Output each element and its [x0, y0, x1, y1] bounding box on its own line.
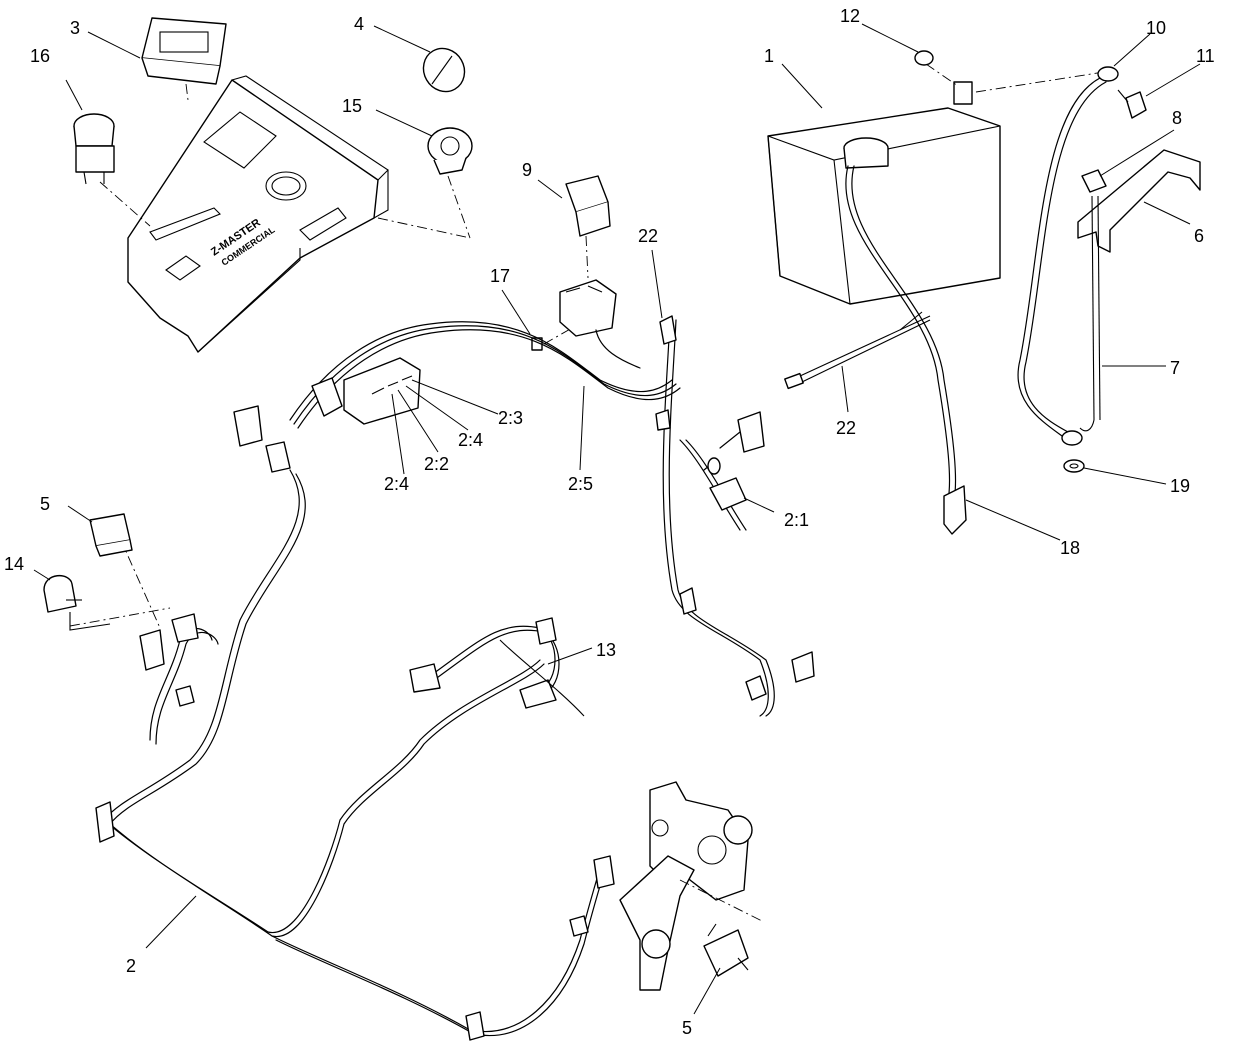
callout-2-3: 2:3 [498, 408, 523, 428]
bolt-part-11 [1117, 89, 1147, 119]
callout-11: 11 [1196, 46, 1215, 66]
callout-16: 16 [30, 46, 50, 66]
callout-9: 9 [522, 160, 532, 180]
key-switch-part-16 [73, 113, 151, 227]
callout-5-a: 5 [40, 494, 50, 514]
cable-tie-part-22-right [784, 315, 931, 390]
callout-22-a: 22 [638, 226, 658, 246]
callout-22-b: 22 [836, 418, 856, 438]
washer-part-19 [1063, 459, 1085, 473]
callout-labels: 1 2 2:1 2:2 2:3 2:4 2:4 2:5 3 4 5 5 6 7 … [4, 6, 1215, 1038]
control-lever-arm [619, 855, 765, 991]
motion-control-bracket [649, 781, 753, 901]
battery-rod-part-7 [1079, 195, 1101, 432]
relay-part-5-left [89, 513, 133, 557]
callout-18: 18 [1060, 538, 1080, 558]
callout-17: 17 [490, 266, 510, 286]
callout-10: 10 [1146, 18, 1166, 38]
callout-5-b: 5 [682, 1018, 692, 1038]
callout-2-2: 2:2 [424, 454, 449, 474]
ignition-switch-part-15 [377, 127, 473, 239]
callout-19: 19 [1170, 476, 1190, 496]
seat-switch-harness-part-13 [409, 617, 585, 717]
knob-part-4 [422, 47, 466, 93]
callout-2-1: 2:1 [784, 510, 809, 530]
control-panel: Z-MASTER COMMERCIAL [127, 75, 389, 353]
callout-8: 8 [1172, 108, 1182, 128]
relay-part-9 [565, 175, 611, 279]
callout-2: 2 [126, 956, 136, 976]
nut-part-12 [914, 50, 934, 66]
wing-nut-part-8 [1081, 169, 1107, 193]
callout-1: 1 [764, 46, 774, 66]
callout-13: 13 [596, 640, 616, 660]
battery-part-1 [767, 63, 1105, 305]
positive-cable-part-18 [845, 165, 967, 535]
callout-12: 12 [840, 6, 860, 26]
callout-14: 14 [4, 554, 24, 574]
callout-2-5: 2:5 [568, 474, 593, 494]
ground-cable-part-10 [1017, 66, 1119, 446]
callout-15: 15 [342, 96, 362, 116]
callout-4: 4 [354, 14, 364, 34]
callout-2-4-a: 2:4 [458, 430, 483, 450]
callout-6: 6 [1194, 226, 1204, 246]
screw-part-17 [531, 327, 573, 351]
relay-socket [559, 279, 617, 337]
callout-7: 7 [1170, 358, 1180, 378]
callout-3: 3 [70, 18, 80, 38]
switch-part-5-bottom [703, 923, 749, 977]
leader-lines [33, 23, 1201, 1015]
battery-hold-down-part-6 [1077, 149, 1201, 253]
switch-part-14 [43, 575, 111, 631]
hour-meter-part-3 [141, 17, 227, 101]
callout-2-4-b: 2:4 [384, 474, 409, 494]
wiring-harness-part-2 [69, 315, 815, 1041]
